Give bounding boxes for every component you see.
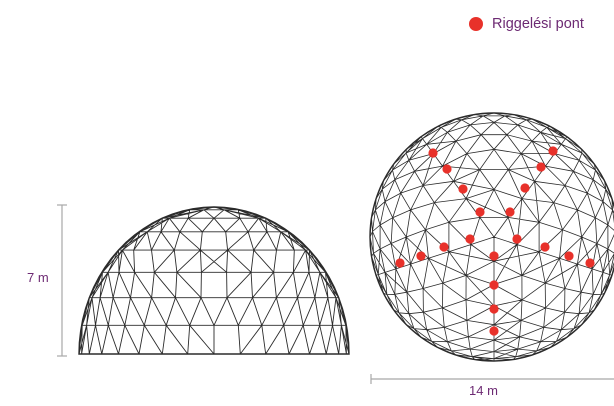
side-dome-wireframe — [78, 206, 350, 355]
rig-point — [489, 304, 499, 314]
rig-point — [428, 148, 438, 158]
height-label: 7 m — [27, 270, 49, 285]
rig-point — [512, 234, 522, 244]
top-dome-wireframe — [369, 112, 614, 362]
rig-point — [489, 326, 499, 336]
rig-point — [489, 280, 499, 290]
rig-point — [548, 146, 558, 156]
rig-point — [475, 207, 485, 217]
rig-point — [564, 251, 574, 261]
rig-point — [520, 183, 530, 193]
rig-point — [416, 251, 426, 261]
rig-point — [465, 234, 475, 244]
width-label: 14 m — [469, 383, 498, 398]
top-dome-outline — [369, 112, 614, 362]
dimension-lines — [57, 204, 614, 384]
dome-top-view — [369, 112, 614, 362]
side-dome-outline — [78, 206, 350, 355]
rig-point — [505, 207, 515, 217]
rig-point-legend-dot — [469, 17, 483, 31]
rigging-points — [395, 146, 595, 336]
legend-label: Riggelési pont — [492, 16, 584, 32]
rig-point — [585, 258, 595, 268]
legend: Riggelési pont — [469, 14, 584, 34]
rig-point — [489, 251, 499, 261]
dome-side-view — [78, 206, 350, 355]
rig-point — [540, 242, 550, 252]
rig-point — [536, 162, 546, 172]
rig-point — [395, 258, 405, 268]
rig-point — [439, 242, 449, 252]
rig-point — [458, 184, 468, 194]
rig-point — [442, 164, 452, 174]
